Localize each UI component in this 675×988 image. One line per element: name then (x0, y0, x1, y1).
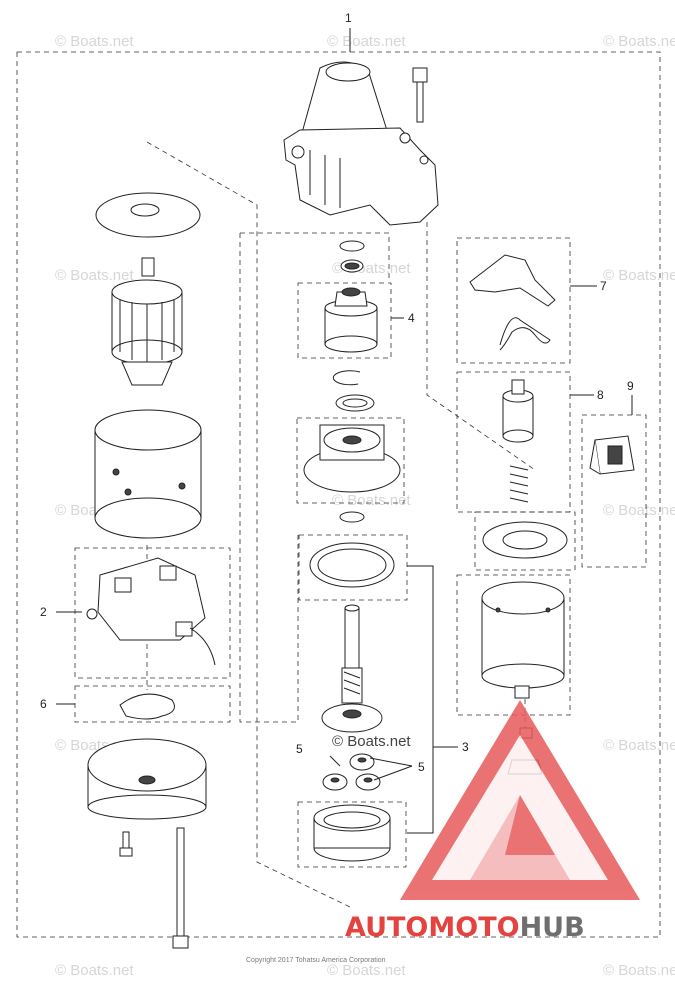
end-frame-screw (119, 831, 133, 857)
brush-holder-assembly (97, 557, 216, 666)
lever-spring (499, 317, 551, 351)
watermark-text: © Boats.net (332, 492, 411, 509)
snap-ring (339, 240, 365, 252)
group-box-4 (297, 282, 392, 359)
callout-6: 6 (40, 697, 47, 711)
solenoid-cover-plate (482, 521, 568, 559)
planet-gear-3 (355, 773, 381, 791)
brand-part-moto: MOTO (428, 912, 519, 943)
group-box-solenoid (474, 511, 576, 571)
callout-7: 7 (600, 279, 607, 293)
plunger (502, 379, 534, 443)
end-frame (87, 738, 207, 820)
callout-1: 1 (345, 11, 352, 25)
group-box-2 (74, 547, 231, 679)
planet-gear-1 (322, 773, 348, 791)
callout-4: 4 (408, 311, 415, 325)
group-box-3-gear (297, 801, 407, 868)
housing-bolt (412, 67, 428, 123)
callout-leaders (56, 28, 633, 834)
pinion-gear (324, 287, 378, 353)
clutch-assembly (303, 424, 401, 493)
bushing (340, 259, 364, 273)
callout-9: 9 (627, 379, 634, 393)
callout-8: 8 (597, 388, 604, 402)
brand-wordmark: AUTOMOTOHUB (345, 912, 585, 943)
svg-text:AUTOMOTOHUB: AUTOMOTOHUB (345, 912, 585, 943)
group-box-3-ring (298, 534, 408, 601)
group-box-clutch (296, 417, 405, 504)
brush-spring (86, 608, 98, 620)
watermark-text: © Boats.net (55, 962, 134, 979)
yoke (94, 409, 202, 539)
washer (335, 394, 375, 412)
copyright-text: Copyright 2017 Tohatsu America Corporati… (246, 957, 386, 964)
watermark-center: © Boats.net (332, 733, 411, 750)
automotohub-logo (400, 700, 640, 900)
shift-lever (469, 254, 556, 307)
internal-ring-gear (309, 542, 395, 588)
callout-5: 5 (418, 760, 425, 774)
watermark-text: © Boats.net (603, 267, 675, 284)
watermark-text: © Boats.net (603, 737, 675, 754)
armature (111, 257, 183, 386)
plunger-spring (509, 465, 529, 503)
group-box-7 (456, 237, 571, 364)
outer-assembly-frame (16, 51, 661, 938)
ring-gear-housing (313, 804, 391, 862)
insulator-plate (119, 693, 175, 720)
drive-housing (283, 61, 439, 226)
planet-gear-2 (349, 753, 375, 771)
brush-lead-block (589, 435, 635, 475)
watermark-text: © Boats.net (327, 962, 406, 979)
watermark-text: © Boats.net (55, 267, 134, 284)
group-box-9 (581, 414, 647, 568)
watermark-text: © Boats.net (327, 33, 406, 50)
watermark-text: © Boats.net (55, 33, 134, 50)
c-clip (332, 370, 361, 386)
brand-part-hub: HUB (520, 912, 585, 943)
watermark-text: © Boats.net (603, 33, 675, 50)
watermark-text: © Boats.net (603, 962, 675, 979)
callout-2: 2 (40, 605, 47, 619)
through-bolt (172, 827, 189, 949)
commutator-plate (95, 192, 201, 238)
callout-3: 3 (462, 740, 469, 754)
group-box-4-outer (240, 232, 390, 280)
brand-part-auto: AUTO (345, 912, 428, 943)
planetary-shaft (321, 604, 383, 733)
watermark-text: © Boats.net (603, 502, 675, 519)
watermark-layer: © Boats.net © Boats.net © Boats.net © Bo… (55, 33, 675, 979)
solenoid-body (481, 581, 565, 699)
o-ring (339, 511, 365, 523)
callout-5: 5 (296, 742, 303, 756)
